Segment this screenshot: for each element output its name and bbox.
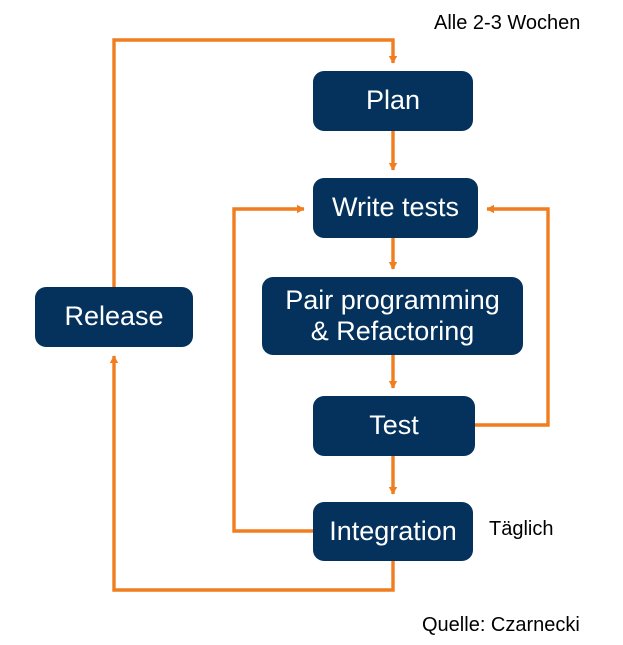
node-plan-label: Plan bbox=[365, 85, 421, 116]
edge-integration-to-write-tests bbox=[232, 204, 313, 533]
annotation-cycle-frequency: Alle 2-3 Wochen bbox=[434, 12, 581, 34]
node-integration-label: Integration bbox=[329, 515, 457, 546]
node-write-tests-label: Write tests bbox=[331, 192, 460, 223]
annotation-daily-frequency: Täglich bbox=[489, 518, 554, 540]
edge-release-to-plan bbox=[112, 38, 398, 287]
annotation-source: Quelle: Czarnecki bbox=[422, 614, 580, 636]
node-integration[interactable]: Integration bbox=[313, 502, 473, 561]
node-write-tests[interactable]: Write tests bbox=[313, 178, 478, 238]
node-release-label: Release bbox=[64, 301, 164, 332]
node-plan[interactable]: Plan bbox=[313, 71, 473, 131]
node-pair-programming-refactoring-label: Pair programming & Refactoring bbox=[285, 284, 500, 346]
node-test-label: Test bbox=[369, 410, 419, 441]
node-pair-programming-refactoring[interactable]: Pair programming & Refactoring bbox=[262, 277, 523, 355]
edge-test-back-to-write-tests bbox=[475, 204, 550, 427]
node-release[interactable]: Release bbox=[35, 287, 193, 347]
edge-integration-to-release bbox=[109, 355, 395, 592]
node-test[interactable]: Test bbox=[313, 396, 475, 456]
